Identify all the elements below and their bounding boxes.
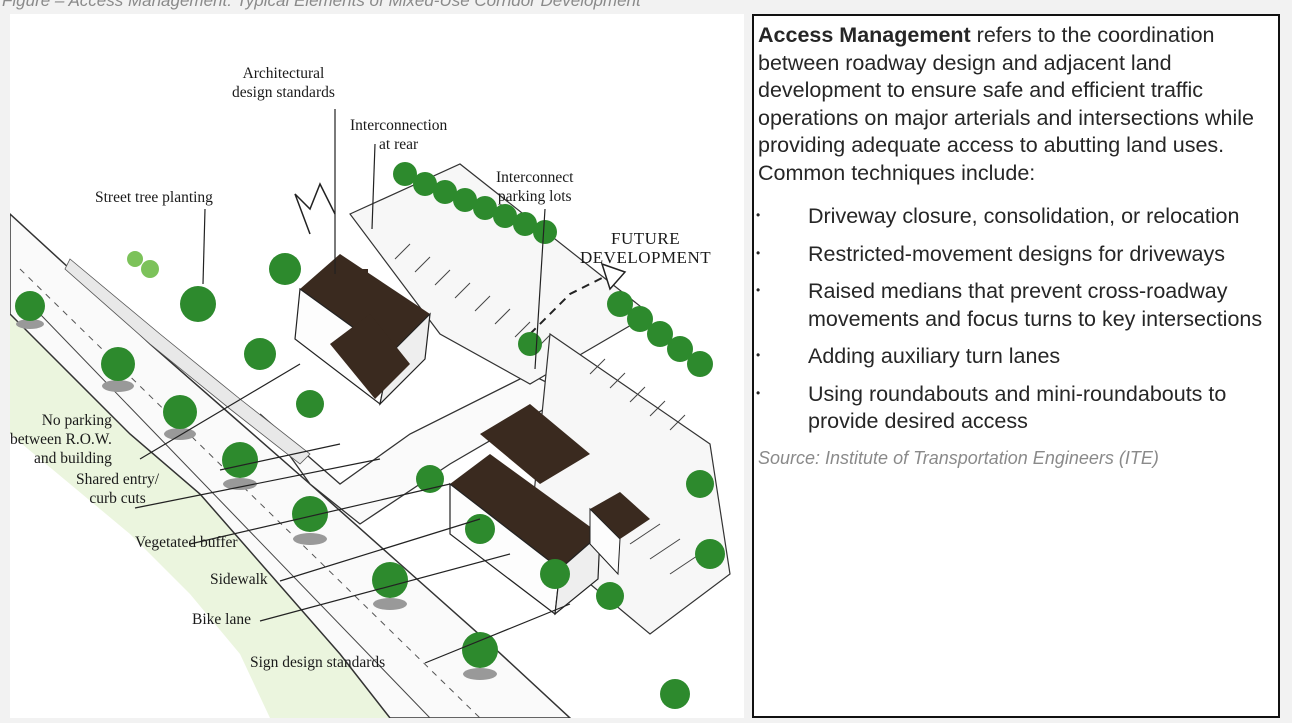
label-bike-lane: Bike lane <box>192 611 251 628</box>
building-south <box>449 404 650 616</box>
figure-caption-text: Figure – Access Management: Typical Elem… <box>2 0 641 10</box>
street-trees <box>15 251 725 709</box>
label-vegetated-buffer: Vegetated buffer <box>135 534 238 551</box>
technique-text: Raised medians that prevent cross-roadwa… <box>808 279 1263 331</box>
tree-row-north <box>393 162 713 377</box>
site-plan-drawing <box>10 109 731 718</box>
bullet-icon: • <box>756 348 761 362</box>
technique-text: Using roundabouts and mini-roundabouts t… <box>808 381 1227 434</box>
list-item: • Using roundabouts and mini-roundabouts … <box>756 381 1272 436</box>
building-north <box>294 254 431 406</box>
access-management-description-box: Access Management refers to the coordina… <box>752 14 1280 718</box>
figure-caption: Figure – Access Management: Typical Elem… <box>0 0 1292 14</box>
bullet-icon: • <box>756 245 761 260</box>
list-item: • Restricted-movement designs for drivewa… <box>756 241 1272 269</box>
bullet-icon: • <box>756 283 761 297</box>
label-shared-entry-curb-cuts: Shared entry/curb cuts <box>76 471 160 507</box>
bike-lane-line <box>39 313 431 718</box>
parking-stalls <box>394 243 701 575</box>
term-access-management: Access Management <box>758 23 971 47</box>
technique-text: Driveway closure, consolidation, or relo… <box>808 204 1240 228</box>
list-item: • Adding auxiliary turn lanes <box>756 343 1272 371</box>
lawn-area <box>10 314 390 718</box>
sidewalk-strip <box>64 258 311 465</box>
bullet-icon: • <box>756 385 761 400</box>
bullet-icon: • <box>756 208 761 222</box>
main-road <box>10 212 572 718</box>
leader-lines <box>134 109 571 664</box>
techniques-list: • Driveway closure, consolidation, or rel… <box>756 203 1272 436</box>
ground <box>10 163 731 718</box>
trees <box>15 162 725 709</box>
technique-text: Restricted-movement designs for driveway… <box>808 241 1226 266</box>
intro-paragraph: Access Management refers to the coordina… <box>758 22 1272 187</box>
source-citation: Source: Institute of Transportation Engi… <box>758 447 1159 468</box>
future-development-arrows <box>294 182 627 335</box>
technique-text: Adding auxiliary turn lanes <box>808 344 1061 368</box>
label-street-tree-planting: Street tree planting <box>95 189 213 206</box>
intro-definition: refers to the coordination between roadw… <box>758 23 1254 185</box>
list-item: • Raised medians that prevent cross-roadw… <box>756 278 1272 333</box>
list-item: • Driveway closure, consolidation, or rel… <box>756 203 1272 231</box>
label-sign-design-standards: Sign design standards <box>250 654 386 671</box>
label-sidewalk: Sidewalk <box>210 571 268 588</box>
